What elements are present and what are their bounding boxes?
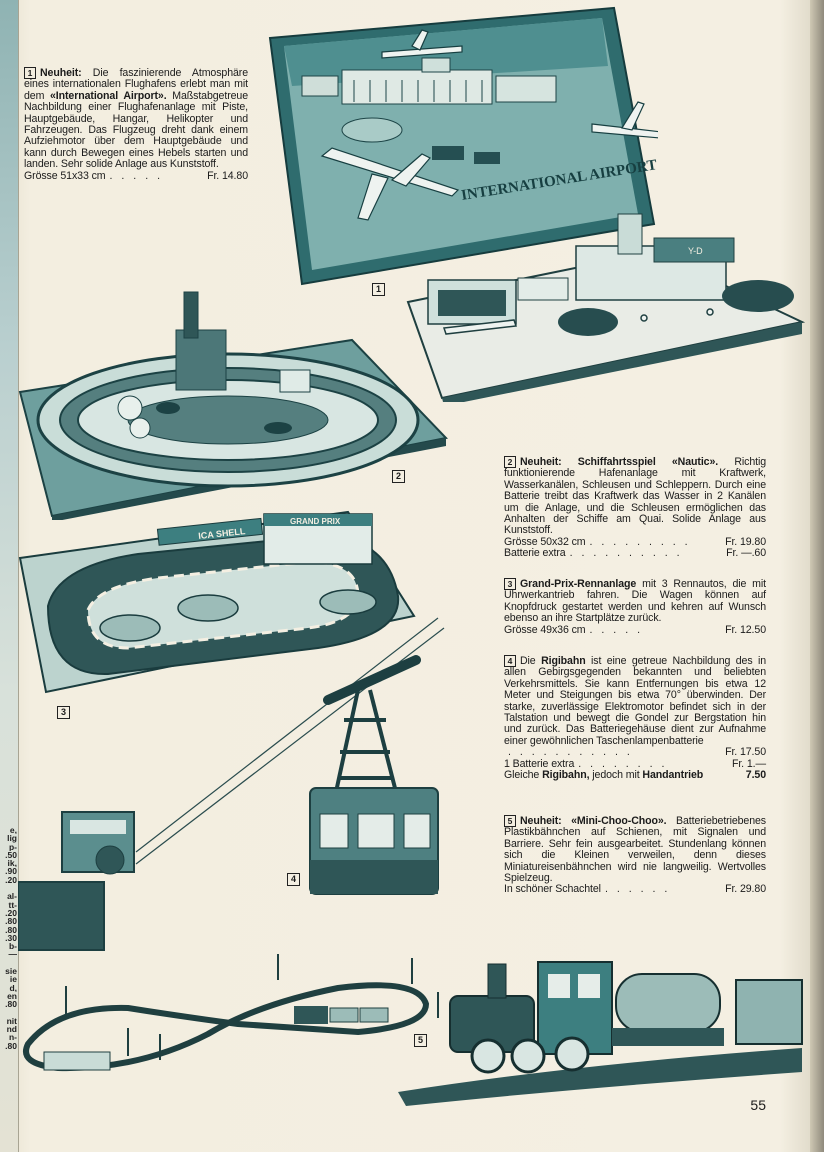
- strip-fragment: .80: [5, 917, 17, 926]
- item-1-heading: Neuheit:: [40, 67, 82, 79]
- item-2-description: 2 Neuheit: Schiffahrtsspiel «Nautic». Ric…: [504, 456, 766, 560]
- item-4-text: ist eine getreue Nachbildung des in alle…: [504, 655, 767, 747]
- price-label: Grösse 51x33 cm: [24, 169, 106, 182]
- strip-fragment: .80: [5, 1041, 17, 1051]
- strip-fragment: nd: [6, 1025, 17, 1034]
- strip-fragment: [0, 1009, 17, 1017]
- item-number-3: 3: [504, 578, 516, 590]
- strip-fragment: lig: [7, 834, 17, 843]
- item-1-text2: Maßstabgetreue Nachbildung einer Flughaf…: [24, 89, 248, 171]
- item-3-heading: Grand-Prix-Rennanlage: [520, 578, 637, 590]
- page-number: 55: [750, 1097, 766, 1113]
- item-5-text: Batteriebetriebenes Plastikbähnchen auf …: [504, 815, 767, 885]
- strip-fragment: .50: [5, 850, 17, 860]
- item-2-heading: Neuheit: Schiffahrtsspiel «Nautic».: [520, 456, 719, 468]
- figure-label-2: 2: [392, 470, 405, 483]
- previous-page-edge: [0, 0, 19, 1152]
- item-1-price-row: Grösse 51x33 cm. . . . .Fr. 14.80: [24, 169, 248, 182]
- shell-banner: ICA SHELL: [198, 526, 246, 541]
- price-label: Batterie extra: [504, 547, 566, 560]
- strip-fragment: .30: [5, 933, 17, 943]
- item-5-heading: Neuheit: «Mini-Choo-Choo».: [520, 815, 667, 827]
- item-number-1: 1: [24, 67, 36, 79]
- strip-fragment: sie: [5, 967, 17, 976]
- nautic-harbour-illustration: [18, 291, 448, 520]
- item-4-handantrieb-row: Gleiche Rigibahn, jedoch mit Handantrieb…: [504, 769, 766, 782]
- item-2-price-row-1: Grösse 50x32 cm. . . . . . . . .Fr. 19.8…: [504, 535, 766, 548]
- item-2-text: Richtig funktionierende Hafenanlage mit …: [504, 456, 766, 537]
- item-3-text: mit 3 Rennautos, die mit Uhrwerkantrieb …: [504, 578, 766, 625]
- strip-fragment: —: [8, 950, 18, 959]
- price-value: Fr. 19.80: [725, 535, 766, 548]
- strip-fragment: b-: [8, 942, 17, 951]
- variant-price: 7.50: [745, 769, 766, 782]
- figure-label-3: 3: [57, 706, 70, 719]
- figure-label-5: 5: [414, 1034, 427, 1047]
- item-2-price-row-2: Batterie extra. . . . . . . . . .Fr. —.6…: [504, 547, 766, 560]
- page-edge-shadow: [810, 0, 824, 1152]
- item-4-description: 4 Die Rigibahn ist eine getreue Nachbildu…: [504, 655, 766, 781]
- strip-fragment: p-: [8, 842, 17, 851]
- tower-sign: Y-D: [688, 246, 703, 256]
- price-value: Fr. —.60: [726, 547, 766, 560]
- strip-fragment: tt-: [8, 900, 18, 909]
- item-number-4: 4: [504, 655, 516, 667]
- item-5-description: 5 Neuheit: «Mini-Choo-Choo». Batteriebetr…: [504, 815, 766, 896]
- mini-choo-choo-illustration: [23, 954, 803, 1106]
- strip-fragment: .20: [5, 908, 17, 918]
- strip-fragment: .20: [5, 875, 17, 885]
- figure-label-4: 4: [287, 873, 300, 886]
- item-3-price-row: Grösse 49x36 cm. . . . .Fr. 12.50: [504, 623, 766, 636]
- item-3-description: 3 Grand-Prix-Rennanlage mit 3 Rennautos, …: [504, 578, 766, 636]
- strip-fragment: n-: [8, 1033, 17, 1042]
- strip-fragment: [0, 884, 17, 892]
- strip-fragment: .90: [5, 867, 17, 876]
- variant-name: Rigibahn,: [542, 769, 590, 782]
- strip-fragment: .80: [5, 1000, 17, 1009]
- item-number-5: 5: [504, 815, 516, 827]
- strip-fragment: en: [7, 991, 17, 1001]
- grand-prix-illustration: GRAND PRIX ICA SHELL: [18, 510, 416, 694]
- strip-fragment: al-: [7, 892, 17, 901]
- price-value: Fr. 29.80: [725, 883, 766, 896]
- price-label: Grösse 49x36 cm: [504, 623, 586, 636]
- price-value: Fr. 17.50: [725, 746, 766, 759]
- variant-text: Gleiche: [504, 769, 540, 782]
- strip-fragment: d,: [9, 983, 17, 992]
- price-value: Fr. 14.80: [207, 169, 248, 182]
- variant-drive: Handantrieb: [642, 769, 704, 782]
- price-label: In schöner Schachtel: [504, 883, 601, 896]
- item-number-2: 2: [504, 456, 516, 468]
- item-4-heading: Rigibahn: [541, 655, 586, 667]
- strip-fragment: .80: [5, 925, 17, 934]
- price-label: 1 Batterie extra: [504, 757, 575, 770]
- item-4-price-row-2: 1 Batterie extra. . . . . . . .Fr. 1.—: [504, 757, 766, 770]
- price-value: Fr. 12.50: [725, 623, 766, 636]
- airport-layout-illustration: Y-D: [406, 213, 806, 402]
- grand-prix-banner: GRAND PRIX: [290, 517, 341, 526]
- strip-fragment: ik,: [7, 859, 17, 868]
- figure-label-1: 1: [372, 283, 385, 296]
- price-value: Fr. 1.—: [731, 757, 766, 770]
- item-1-name: «International Airport».: [49, 89, 167, 102]
- item-4-price-row-1: . . . . . . . . . . .Fr. 17.50: [508, 746, 766, 759]
- airport-box-illustration: INTERNATIONAL AIRPORT: [268, 6, 658, 286]
- item-4-pre: Die: [520, 655, 536, 667]
- variant-text-2: jedoch mit: [592, 769, 640, 782]
- item-1-description: 1 Neuheit: Die faszinierende Atmosphäre e…: [24, 67, 248, 182]
- strip-fragment: ie: [9, 975, 17, 984]
- rigibahn-illustration: [18, 617, 445, 951]
- price-label: Grösse 50x32 cm: [504, 535, 586, 548]
- strip-fragment: e,: [9, 826, 17, 835]
- item-1-text: Die faszinierende Atmosphäre eines inter…: [24, 67, 249, 102]
- strip-fragment: nit: [6, 1016, 17, 1026]
- item-5-price-row: In schöner Schachtel. . . . . .Fr. 29.80: [504, 883, 766, 896]
- strip-fragment: [0, 959, 17, 967]
